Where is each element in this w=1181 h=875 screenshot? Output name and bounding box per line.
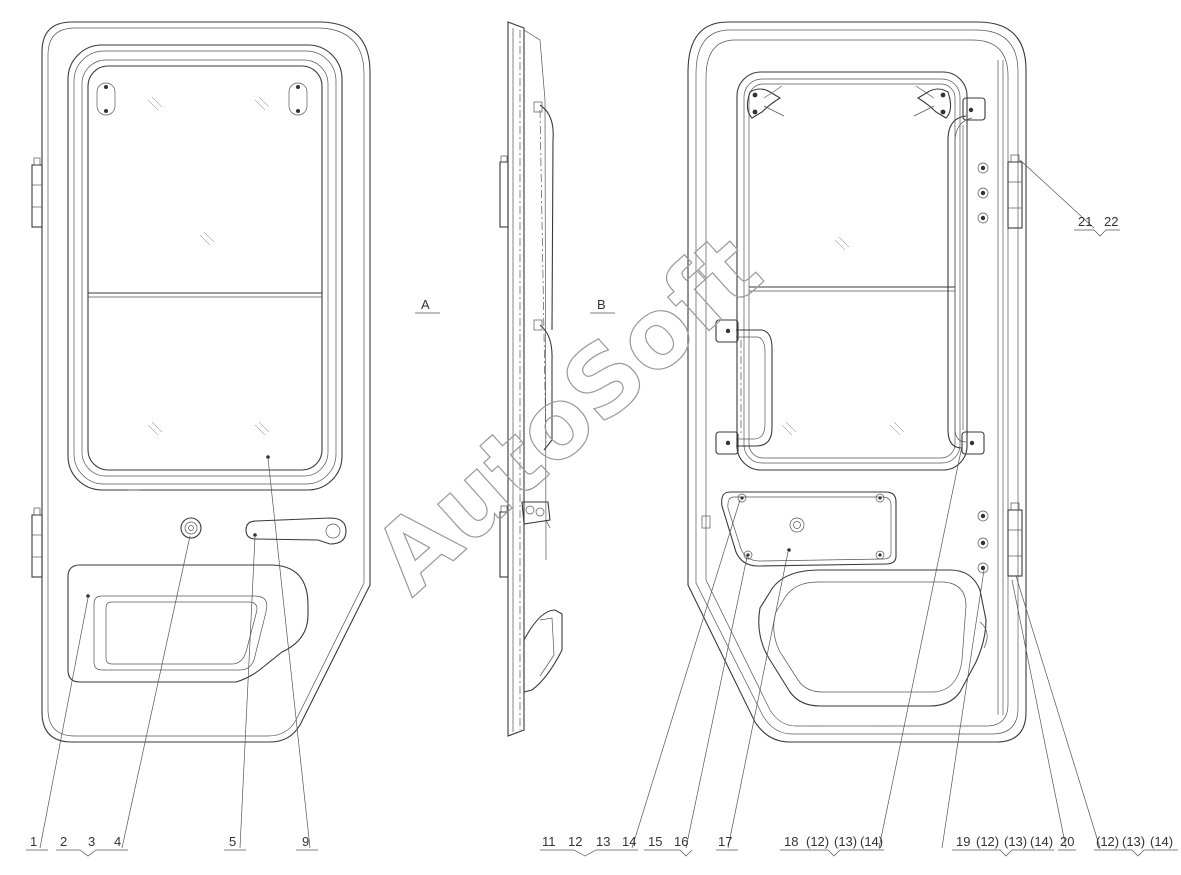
door-lock xyxy=(180,517,202,539)
glass-fixture-right xyxy=(288,82,308,116)
callout-19-14: (14) xyxy=(1030,834,1053,849)
callout-underlines xyxy=(26,229,1178,857)
callout-22: 22 xyxy=(1104,214,1118,229)
side-hinge-upper xyxy=(499,155,509,228)
callout-17: 17 xyxy=(718,834,732,849)
callout-18-14: (14) xyxy=(860,834,883,849)
hinge-bolts-lower xyxy=(977,510,989,574)
callout-19-12: (12) xyxy=(976,834,999,849)
callout-4: 4 xyxy=(114,834,121,849)
rear-window-latch-left xyxy=(746,85,785,119)
callout-12: 12 xyxy=(568,834,582,849)
inner-grab-handle-left xyxy=(715,319,773,455)
callout-9: 9 xyxy=(302,834,309,849)
callout-g-14: (14) xyxy=(1150,834,1173,849)
callout-15: 15 xyxy=(648,834,662,849)
callout-g-12: (12) xyxy=(1096,834,1119,849)
view-label-a: A xyxy=(421,297,430,312)
front-hinge-lower xyxy=(31,507,43,578)
callout-1: 1 xyxy=(30,834,37,849)
callout-13: 13 xyxy=(596,834,610,849)
hinge-bolts-upper xyxy=(977,162,989,224)
front-view xyxy=(31,21,371,743)
inner-armrest-pocket xyxy=(758,569,988,707)
callout-2: 2 xyxy=(60,834,67,849)
callout-19-13: (13) xyxy=(1004,834,1027,849)
lower-panel-recess xyxy=(67,564,309,683)
side-hinge-lower xyxy=(499,505,509,578)
glass-fixture-left xyxy=(96,82,116,116)
side-armrest xyxy=(523,609,563,693)
rear-door-outline xyxy=(687,21,1027,743)
rear-hinge-lower xyxy=(1007,502,1023,577)
callout-g-13: (13) xyxy=(1122,834,1145,849)
outer-door-handle xyxy=(245,517,347,545)
callout-18: 18 xyxy=(784,834,798,849)
lock-cover-plate xyxy=(721,491,897,567)
callout-20: 20 xyxy=(1060,834,1074,849)
callout-14: 14 xyxy=(622,834,636,849)
watermark: AutoSoft xyxy=(352,213,782,616)
rear-glass-hatch-marks xyxy=(781,236,905,436)
callout-18-12: (12) xyxy=(806,834,829,849)
rear-hinge-upper xyxy=(1007,154,1023,229)
glass-hatch-marks xyxy=(147,96,270,436)
front-hinge-upper xyxy=(31,157,43,228)
rear-view xyxy=(687,21,1027,743)
callout-5: 5 xyxy=(229,834,236,849)
view-label-b: B xyxy=(597,297,606,312)
side-lock-mechanism xyxy=(521,501,551,529)
leader-lines xyxy=(39,159,1101,849)
callout-labels: 1 2 3 4 5 9 11 12 13 14 15 16 17 18 (12)… xyxy=(30,214,1173,849)
inner-grab-handle-vertical xyxy=(947,97,986,455)
side-view xyxy=(499,21,563,737)
callout-19: 19 xyxy=(956,834,970,849)
rear-window-latch-right xyxy=(913,85,952,119)
callout-18-13: (13) xyxy=(834,834,857,849)
front-window-frame xyxy=(67,44,343,491)
front-door-outline xyxy=(41,21,371,743)
callout-3: 3 xyxy=(88,834,95,849)
callout-16: 16 xyxy=(674,834,688,849)
front-window-glass xyxy=(87,65,323,471)
callout-21: 21 xyxy=(1078,214,1092,229)
callout-11: 11 xyxy=(542,834,556,849)
